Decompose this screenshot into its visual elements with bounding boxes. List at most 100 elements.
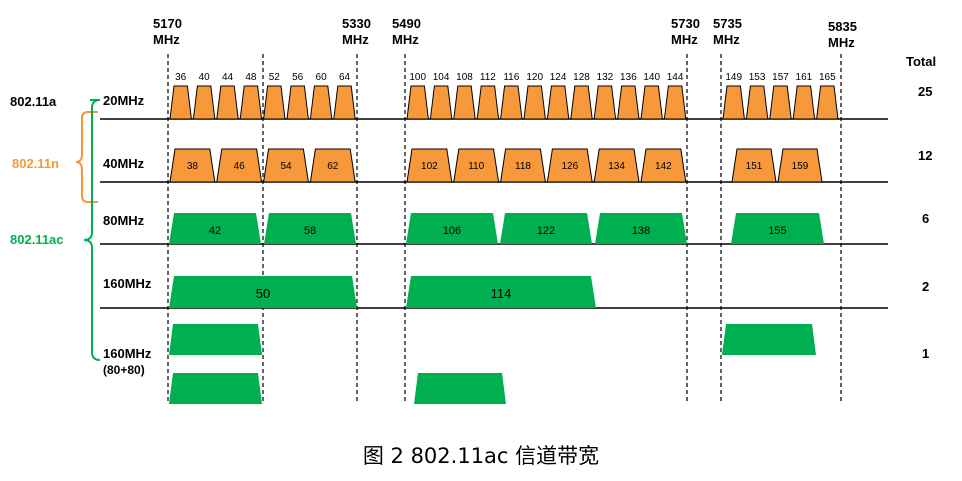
channel-40mhz-shape — [309, 148, 356, 183]
channel-20mhz-shape — [476, 85, 500, 120]
channel-20mhz-number: 48 — [245, 72, 257, 83]
channel-160mhz-shape — [169, 276, 357, 308]
channel-20mhz-shape — [192, 85, 216, 120]
channel-20mhz-number: 52 — [269, 72, 281, 83]
channel-20mhz-number: 36 — [175, 72, 187, 83]
channel-20mhz-shape — [617, 85, 640, 120]
channel-20mhz-shape — [453, 85, 476, 120]
channel-80mhz-number: 42 — [209, 225, 221, 237]
channel-8080-segment — [414, 373, 506, 404]
label-802-11n: 802.11n — [12, 156, 59, 171]
row-label-20mhz: 20MHz — [103, 93, 145, 108]
channel-40mhz-number: 134 — [608, 161, 625, 172]
row-label-80mhz: 80MHz — [103, 213, 145, 228]
channel-bandwidth-diagram: 5170 MHz 5330 MHz 5490 MHz 5730 MHz 5735… — [10, 16, 936, 404]
row-label-160mhz: 160MHz — [103, 276, 152, 291]
channel-80mhz-shape — [264, 213, 356, 244]
channel-20mhz-number: 124 — [550, 72, 567, 83]
channel-20mhz-shape — [593, 85, 617, 120]
channel-20mhz-number: 144 — [667, 72, 684, 83]
freq-5170: 5170 — [153, 16, 182, 31]
channel-80mhz-number: 106 — [443, 225, 461, 237]
channel-20mhz-shape — [309, 85, 333, 120]
channel-20mhz-number: 60 — [316, 72, 328, 83]
channel-20mhz-shape — [169, 85, 192, 120]
channel-40mhz-shape — [406, 148, 453, 183]
channel-20mhz-number: 132 — [597, 72, 614, 83]
channel-20mhz-number: 165 — [819, 72, 836, 83]
channel-20mhz-shape — [429, 85, 453, 120]
channel-20mhz-number: 100 — [409, 72, 426, 83]
channel-20mhz-number: 161 — [796, 72, 813, 83]
channel-20mhz-shape — [333, 85, 356, 120]
channel-20mhz-shape — [816, 85, 839, 120]
channel-40mhz-shape — [731, 148, 777, 183]
channel-20mhz-number: 157 — [772, 72, 789, 83]
channel-80mhz-number: 122 — [537, 225, 555, 237]
channel-8080-segment — [169, 373, 262, 404]
channel-8080-segment — [169, 324, 262, 355]
channel-40mhz-number: 126 — [561, 161, 578, 172]
channel-40mhz-shape — [777, 148, 823, 183]
freq-5730-unit: MHz — [671, 32, 698, 47]
channel-80mhz-shape — [731, 213, 824, 244]
total-160mhz-8080: 1 — [922, 346, 929, 361]
total-20mhz: 25 — [918, 84, 932, 99]
freq-5835: 5835 — [828, 19, 857, 34]
channel-160mhz-shape — [406, 276, 596, 308]
channel-80mhz-shape — [169, 213, 261, 244]
channel-80mhz-shape — [595, 213, 687, 244]
channel-40mhz-number: 151 — [746, 161, 763, 172]
channel-20mhz-shape — [722, 85, 745, 120]
channel-20mhz-shape — [769, 85, 792, 120]
channel-40mhz-shape — [546, 148, 593, 183]
standard-braces — [75, 99, 101, 361]
channel-40mhz-number: 118 — [515, 161, 531, 172]
label-802-11ac: 802.11ac — [10, 232, 64, 247]
frequency-labels: 5170 MHz 5330 MHz 5490 MHz 5730 MHz 5735… — [153, 16, 857, 50]
channel-20mhz-number: 40 — [199, 72, 211, 83]
total-160mhz: 2 — [922, 279, 929, 294]
channel-20mhz-number: 120 — [526, 72, 543, 83]
channel-40mhz-shape — [263, 148, 309, 183]
channel-40mhz-number: 46 — [234, 161, 246, 172]
freq-5330-unit: MHz — [342, 32, 369, 47]
freq-5730: 5730 — [671, 16, 700, 31]
freq-5735: 5735 — [713, 16, 742, 31]
row-label-8080-sub: (80+80) — [103, 363, 145, 377]
freq-5835-unit: MHz — [828, 35, 855, 50]
channel-20mhz-shape — [286, 85, 309, 120]
channel-20mhz-number: 153 — [749, 72, 766, 83]
channel-160mhz-number: 114 — [491, 286, 512, 301]
channel-160mhz-number: 50 — [256, 286, 270, 301]
channel-40mhz-shape — [453, 148, 500, 183]
channel-20mhz-shape — [406, 85, 429, 120]
total-header: Total — [906, 54, 936, 69]
channel-40mhz-shape — [169, 148, 216, 183]
channel-40mhz-shape — [216, 148, 263, 183]
channel-20mhz-shape — [239, 85, 263, 120]
channel-20mhz-number: 149 — [725, 72, 742, 83]
channel-20mhz-shape — [546, 85, 570, 120]
channel-20mhz-shape — [570, 85, 593, 120]
channel-8080-segment — [722, 324, 816, 355]
row-labels: 20MHz 40MHz 80MHz 160MHz 160MHz (80+80) — [103, 93, 152, 377]
channel-20mhz-shape — [500, 85, 523, 120]
channel-20mhz-number: 104 — [433, 72, 450, 83]
channel-20mhz-shape — [263, 85, 286, 120]
freq-5735-unit: MHz — [713, 32, 740, 47]
row-label-160mhz-8080: 160MHz — [103, 346, 152, 361]
row-label-40mhz: 40MHz — [103, 156, 145, 171]
channel-20mhz-shape — [792, 85, 816, 120]
channel-40mhz-number: 38 — [187, 161, 199, 172]
channel-20mhz-number: 64 — [339, 72, 351, 83]
freq-5170-unit: MHz — [153, 32, 180, 47]
channel-80mhz-number: 138 — [632, 225, 650, 237]
channel-20mhz-number: 128 — [573, 72, 590, 83]
brace-802-11n — [75, 111, 98, 203]
standard-labels: 802.11a 802.11n 802.11ac — [10, 94, 64, 247]
channel-80mhz-shape — [406, 213, 498, 244]
channel-20mhz-number: 108 — [456, 72, 473, 83]
channel-20mhz-number: 44 — [222, 72, 234, 83]
